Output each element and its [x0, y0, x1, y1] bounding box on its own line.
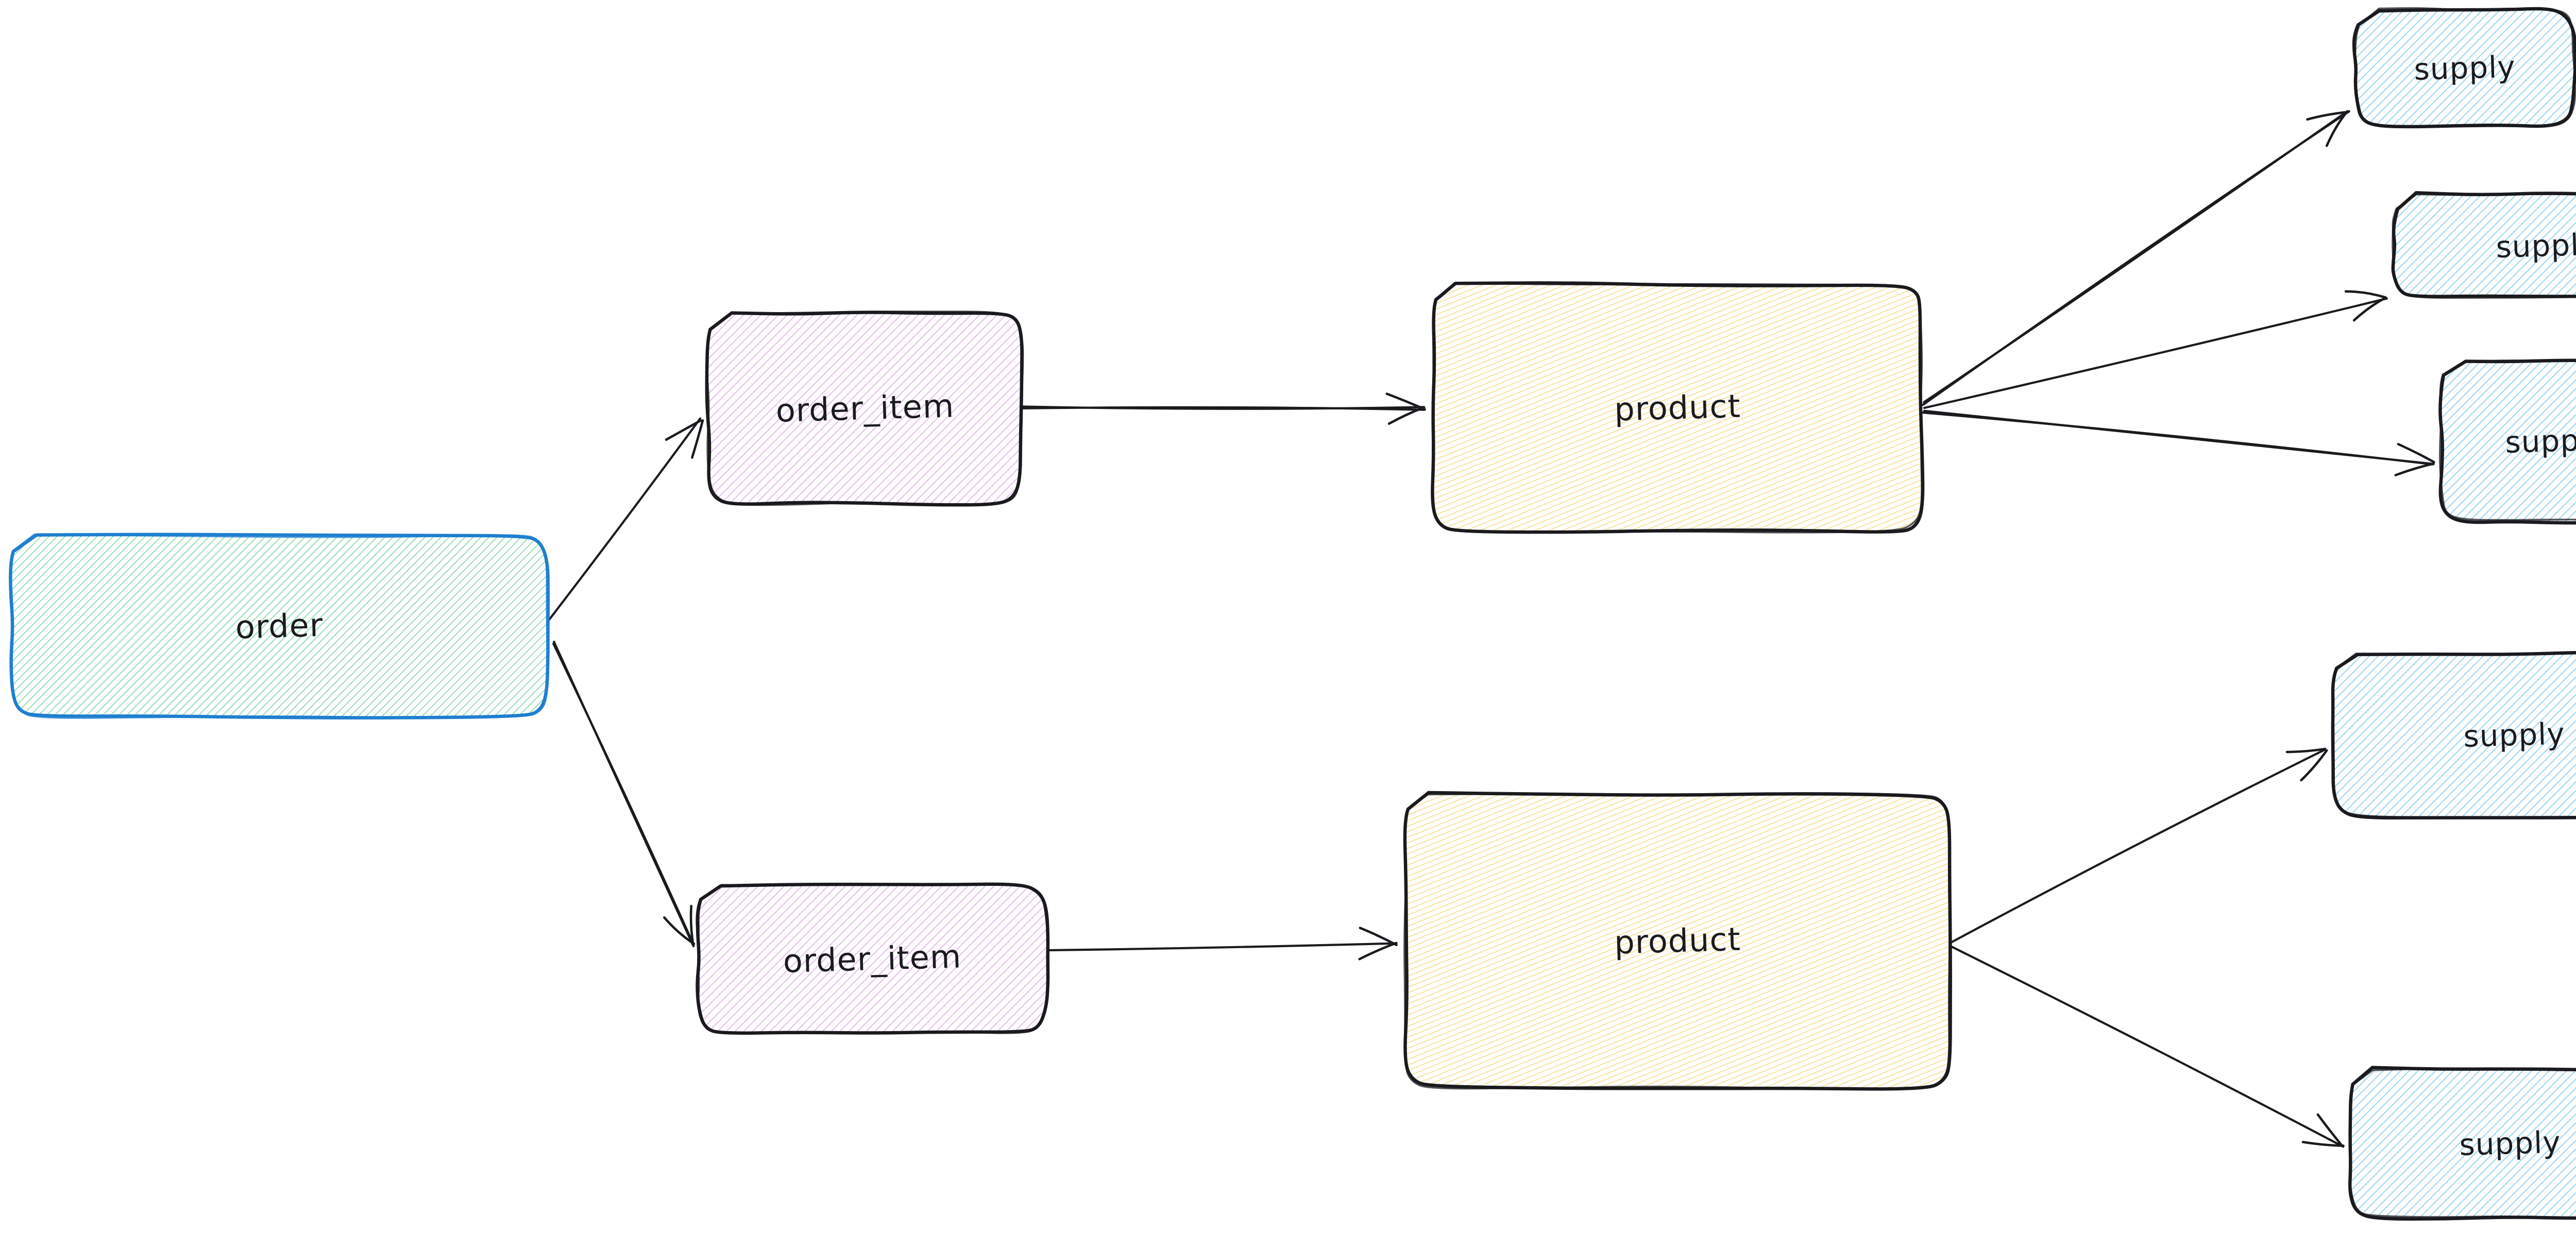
node-outline — [2438, 359, 2576, 521]
node-supply_1[interactable]: supply — [2352, 7, 2576, 129]
edge-order-to-order_item_2 — [552, 640, 696, 948]
node-fill — [2393, 193, 2576, 298]
node-fill — [11, 535, 548, 718]
node-label-supply_5: supply — [2459, 1124, 2562, 1162]
edge-product_1-to-supply_3 — [1922, 409, 2435, 476]
node-fill — [2333, 652, 2576, 818]
node-order_item_1[interactable]: order_item — [705, 311, 1024, 507]
node-label-order_item_2: order_item — [783, 937, 962, 980]
node-order[interactable]: order — [9, 533, 550, 720]
edge-order-to-order_item_1 — [546, 417, 704, 624]
node-label-order_item_1: order_item — [775, 387, 955, 430]
node-product_1[interactable]: product — [1431, 281, 1925, 534]
node-label-supply_3: supply — [2505, 422, 2576, 459]
node-supply_3[interactable]: supply — [2438, 358, 2576, 525]
edge-order_item_1-to-product_1 — [1020, 392, 1426, 425]
edge-product_1-to-supply_2 — [1923, 290, 2388, 409]
node-fill — [1405, 793, 1950, 1089]
node-supply_2[interactable]: supply — [2391, 191, 2576, 299]
edge-product_2-to-supply_5 — [1950, 945, 2345, 1148]
node-fill — [2441, 361, 2576, 522]
node-outline — [2354, 7, 2576, 128]
node-label-product_1: product — [1614, 387, 1741, 429]
node-supply_5[interactable]: supply — [2348, 1066, 2576, 1221]
node-label-supply_2: supply — [2496, 227, 2576, 264]
node-fill — [697, 884, 1047, 1034]
node-label-product_2: product — [1614, 920, 1741, 962]
node-outline — [9, 534, 549, 719]
node-label-supply_4: supply — [2463, 716, 2566, 754]
node-outline — [697, 883, 1048, 1034]
edge-order_item_2-to-product_2 — [1047, 927, 1398, 961]
node-fill — [2354, 8, 2575, 127]
edge-product_2-to-supply_4 — [1949, 747, 2328, 944]
node-outline — [1403, 792, 1951, 1090]
node-outline — [2349, 1067, 2576, 1220]
node-label-supply_1: supply — [2414, 49, 2516, 87]
edge-layer — [546, 110, 2435, 1148]
node-fill — [1432, 283, 1922, 533]
node-outline — [2332, 652, 2576, 818]
node-outline — [705, 311, 1024, 507]
edge-product_1-to-supply_1 — [1922, 110, 2350, 406]
node-layer: orderorder_itemorder_itemproductproducts… — [9, 7, 2576, 1221]
node-order_item_2[interactable]: order_item — [696, 882, 1050, 1035]
node-outline — [706, 311, 1024, 506]
node-outline — [2392, 193, 2576, 299]
node-fill — [708, 313, 1023, 504]
node-product_2[interactable]: product — [1403, 791, 1952, 1091]
node-outline — [1432, 282, 1923, 534]
node-fill — [2350, 1068, 2576, 1219]
node-label-order: order — [235, 606, 324, 646]
node-supply_4[interactable]: supply — [2331, 651, 2576, 820]
